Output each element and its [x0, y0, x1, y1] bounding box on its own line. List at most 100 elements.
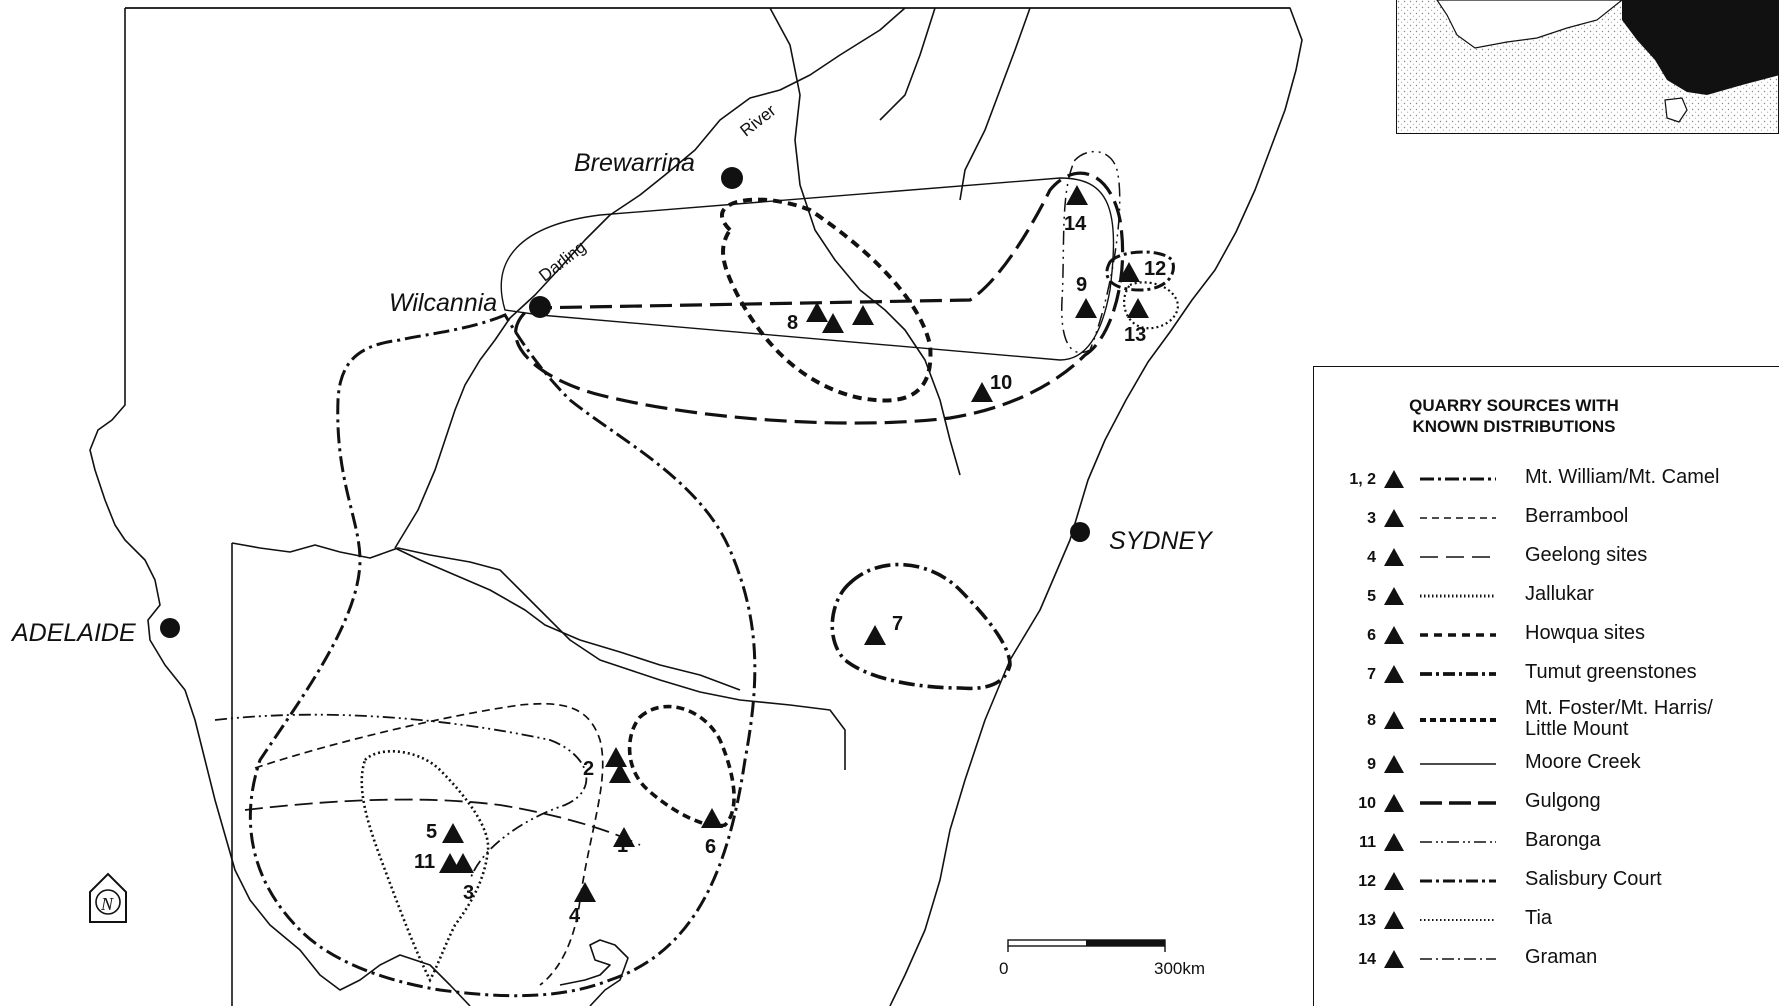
zone-14	[1061, 150, 1121, 354]
zone-11	[214, 713, 588, 881]
site-8a-marker	[806, 302, 828, 322]
zone-10	[514, 171, 1125, 425]
site-label-10: 10	[990, 372, 1012, 394]
distribution-zones	[214, 150, 1180, 998]
triangle-icon	[1384, 587, 1404, 605]
site-label-6: 6	[705, 836, 716, 858]
adelaide-dot	[160, 618, 180, 638]
legend-item-10: 10 Gulgong	[1358, 790, 1601, 812]
legend-title: QUARRY SOURCES WITH KNOWN DISTRIBUTIONS	[1314, 395, 1714, 437]
triangle-icon	[1384, 711, 1404, 729]
south-coast	[139, 554, 471, 1006]
legend-title-line2: KNOWN DISTRIBUTIONS	[1412, 417, 1616, 436]
state-border-west	[231, 542, 846, 770]
site-labels: 1 2 3 4 5 6 7 8 9 10 11 12 13 14	[414, 213, 1166, 927]
site-label-5: 5	[426, 821, 437, 843]
site-label-11: 11	[414, 851, 435, 873]
inset-australia	[1436, 0, 1623, 49]
label-sydney: SYDNEY	[1109, 527, 1214, 555]
site-label-2: 2	[583, 758, 594, 780]
scale-start: 0	[999, 959, 1008, 978]
line-symbol	[1420, 633, 1496, 637]
legend-item-6: 6 Howqua sites	[1367, 622, 1646, 644]
site-1-marker	[613, 827, 635, 847]
south-australia-coast	[89, 8, 141, 556]
legend-item-7: 7 Tumut greenstones	[1367, 661, 1697, 683]
site-12-marker	[1118, 262, 1140, 282]
triangle-icon	[1384, 794, 1404, 812]
inset-tasmania	[1664, 97, 1688, 123]
site-label-13: 13	[1124, 324, 1146, 346]
zone-13	[1123, 281, 1180, 330]
legend-item-13: 13 Tia	[1358, 907, 1553, 929]
legend-item-12: 12 Salisbury Court	[1358, 868, 1662, 890]
legend-panel: QUARRY SOURCES WITH KNOWN DISTRIBUTIONS …	[1313, 366, 1779, 1006]
zone-8	[720, 197, 933, 403]
triangle-icon	[1384, 509, 1404, 527]
coastline-and-borders	[89, 7, 1303, 1006]
murray-river	[394, 547, 741, 691]
site-5-marker	[442, 823, 464, 843]
site-label-9: 9	[1076, 274, 1087, 296]
zone-6	[627, 704, 736, 828]
site-label-8: 8	[787, 312, 798, 334]
legend-item-11: 11 Baronga	[1359, 829, 1601, 851]
compass-letter: N	[100, 894, 114, 914]
legend-item-1-2: 1, 2 Mt. William/Mt. Camel	[1314, 462, 1779, 496]
label-river: River	[737, 101, 780, 141]
zone-9	[500, 177, 1115, 361]
site-label-14: 14	[1064, 213, 1087, 235]
port-phillip	[559, 939, 629, 1006]
site-13-marker	[1127, 298, 1149, 318]
line-symbol	[1420, 841, 1496, 843]
line-symbol	[1420, 801, 1496, 805]
legend-title-line1: QUARRY SOURCES WITH	[1409, 396, 1619, 415]
triangle-icon	[1384, 665, 1404, 683]
zone-1-2	[248, 313, 757, 998]
tributary-3	[959, 7, 1031, 201]
triangle-icon	[1384, 950, 1404, 968]
site-8c-marker	[852, 305, 874, 325]
legend-num: 1, 2	[1349, 471, 1376, 488]
site-9-marker	[1075, 298, 1097, 318]
tributary-1	[769, 7, 961, 476]
zone-4	[244, 798, 641, 846]
line-symbol	[1420, 556, 1496, 558]
site-2b-marker	[609, 763, 631, 783]
legend-name: Mt. William/Mt. Camel	[1525, 466, 1720, 488]
label-wilcannia: Wilcannia	[389, 289, 497, 317]
site-11b-marker	[452, 853, 474, 873]
legend-item-3: 3 Berrambool	[1367, 505, 1629, 527]
triangle-icon	[1384, 470, 1404, 488]
compass: N	[89, 872, 127, 923]
site-6-marker	[701, 808, 723, 828]
site-8b-marker	[822, 313, 844, 333]
site-2a-marker	[605, 747, 627, 767]
line-symbol	[1420, 718, 1496, 722]
line-symbol	[1420, 594, 1496, 598]
triangle-icon	[1384, 872, 1404, 890]
legend-item-4: 4 Geelong sites	[1367, 544, 1648, 566]
line-symbol	[1420, 477, 1496, 481]
zone-12	[1105, 250, 1175, 292]
site-14-marker	[1066, 185, 1088, 205]
legend-item-9: 9 Moore Creek	[1367, 751, 1641, 773]
scale-end: 300km	[1154, 959, 1205, 978]
zone-3	[254, 702, 604, 986]
sydney-dot	[1070, 522, 1090, 542]
legend-item-5: 5 Jallukar	[1367, 583, 1594, 605]
scale-bar: 0 300km	[999, 939, 1205, 978]
site-10-marker	[971, 382, 993, 402]
triangle-icon	[1384, 755, 1404, 773]
site-label-7: 7	[892, 613, 903, 635]
site-label-12: 12	[1144, 258, 1166, 280]
inset-se-australia	[1622, 0, 1778, 95]
coastline	[125, 7, 1303, 1006]
wilcannia-dot	[529, 296, 551, 318]
label-adelaide: ADELAIDE	[10, 619, 136, 647]
darling-river	[394, 7, 906, 549]
triangle-icon	[1384, 548, 1404, 566]
line-symbol	[1420, 879, 1496, 883]
triangle-icon	[1384, 626, 1404, 644]
